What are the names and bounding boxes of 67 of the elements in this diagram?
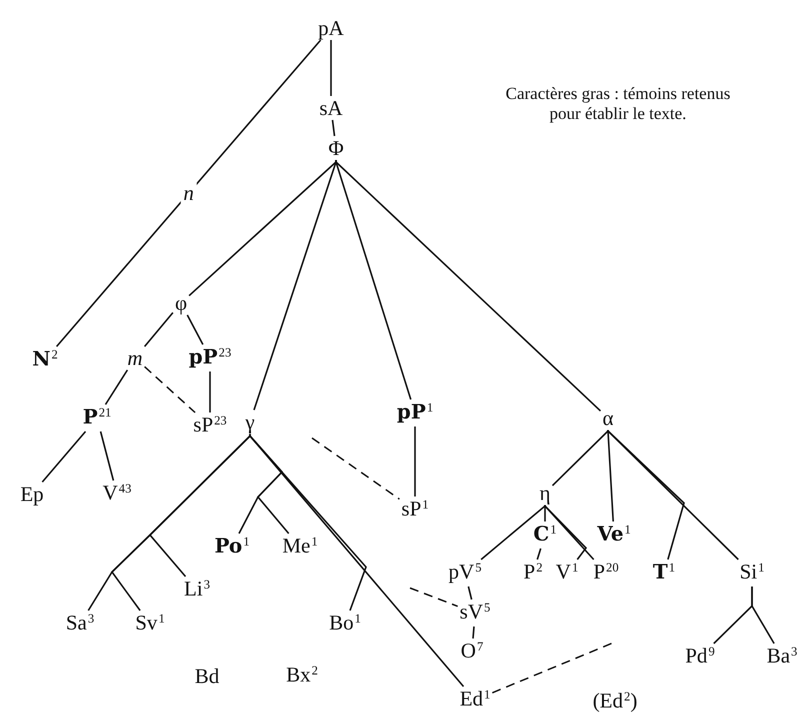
stemma-line: [330, 40, 332, 96]
siglum: N$^{2}$: [31, 348, 59, 372]
siglum: α: [602, 407, 614, 429]
siglum: φ: [174, 292, 188, 314]
stemma-line: [253, 160, 337, 410]
siglum: pA: [317, 17, 345, 39]
stemma-line: [104, 370, 128, 405]
dashed-line: [312, 437, 400, 500]
stemma-line: [186, 314, 204, 345]
stemma-line: [249, 434, 464, 688]
siglum: (Ed$^{2}$): [592, 690, 638, 714]
siglum: T$^{1}$: [652, 560, 676, 586]
siglum: O$^{7}$: [460, 640, 484, 664]
siglum: Pd$^{9}$: [684, 644, 716, 670]
siglum: V$^{1}$: [554, 560, 580, 586]
siglum: Sv$^{1}$: [134, 612, 166, 636]
siglum: pP$^{1}$: [396, 400, 434, 426]
siglum: pV$^{5}$: [448, 560, 482, 586]
stemma-line: [607, 430, 739, 560]
siglum: Po$^{1}$: [213, 534, 251, 560]
stemma-line: [468, 586, 472, 600]
dashed-line: [410, 587, 458, 607]
stemma-line: [536, 548, 542, 560]
siglum: Ed$^{1}$: [458, 688, 492, 712]
siglum: V$^{43}$: [102, 482, 132, 506]
siglum: γ: [244, 411, 256, 433]
siglum: P$^{20}$: [592, 560, 620, 586]
stemma-line: [552, 430, 609, 486]
stemma-line: [148, 434, 251, 578]
siglum: Li$^{3}$: [183, 578, 211, 602]
stemma-line: [544, 505, 546, 522]
siglum: Bx$^{2}$: [286, 664, 318, 688]
siglum: Ve$^{1}$: [596, 522, 632, 548]
siglum: P$^{2}$: [522, 560, 544, 586]
siglum: sA: [318, 97, 344, 119]
siglum: Ba$^{3}$: [766, 644, 798, 670]
siglum: Me$^{1}$: [281, 534, 319, 560]
stemma-line: [100, 431, 114, 481]
dashed-line: [144, 366, 196, 414]
siglum: pP$^{23}$: [188, 346, 232, 370]
siglum: sV$^{5}$: [458, 600, 492, 626]
siglum: Sa$^{3}$: [64, 612, 96, 636]
stemma-line: [335, 160, 602, 412]
stemma-line: [209, 372, 211, 412]
stemma-line: [144, 312, 174, 348]
siglum: Bo$^{1}$: [328, 612, 362, 636]
note-text: Caractères gras : témoins retenus pour établir le texte.: [504, 84, 732, 124]
siglum: η: [538, 482, 552, 504]
stemma-line: [480, 504, 546, 560]
siglum: sP$^{1}$: [400, 498, 430, 522]
edge-label: n: [180, 182, 197, 204]
siglum: sP$^{23}$: [192, 414, 228, 438]
stemma-line: [188, 160, 337, 296]
stemma-line: [472, 626, 475, 639]
stemma-line: [56, 39, 322, 348]
siglum: C$^{1}$: [532, 522, 558, 548]
siglum: Bd: [194, 665, 220, 687]
stemma-line: [751, 586, 775, 644]
stemma-line: [607, 430, 614, 522]
stemma-line: [332, 120, 336, 136]
stemma-line: [414, 426, 416, 496]
siglum: m: [126, 347, 144, 369]
siglum: P$^{21}$: [82, 406, 112, 430]
siglum: Si$^{1}$: [738, 560, 766, 586]
siglum: Φ: [327, 137, 345, 159]
siglum: Ep: [19, 483, 45, 505]
stemma-line: [42, 430, 86, 483]
